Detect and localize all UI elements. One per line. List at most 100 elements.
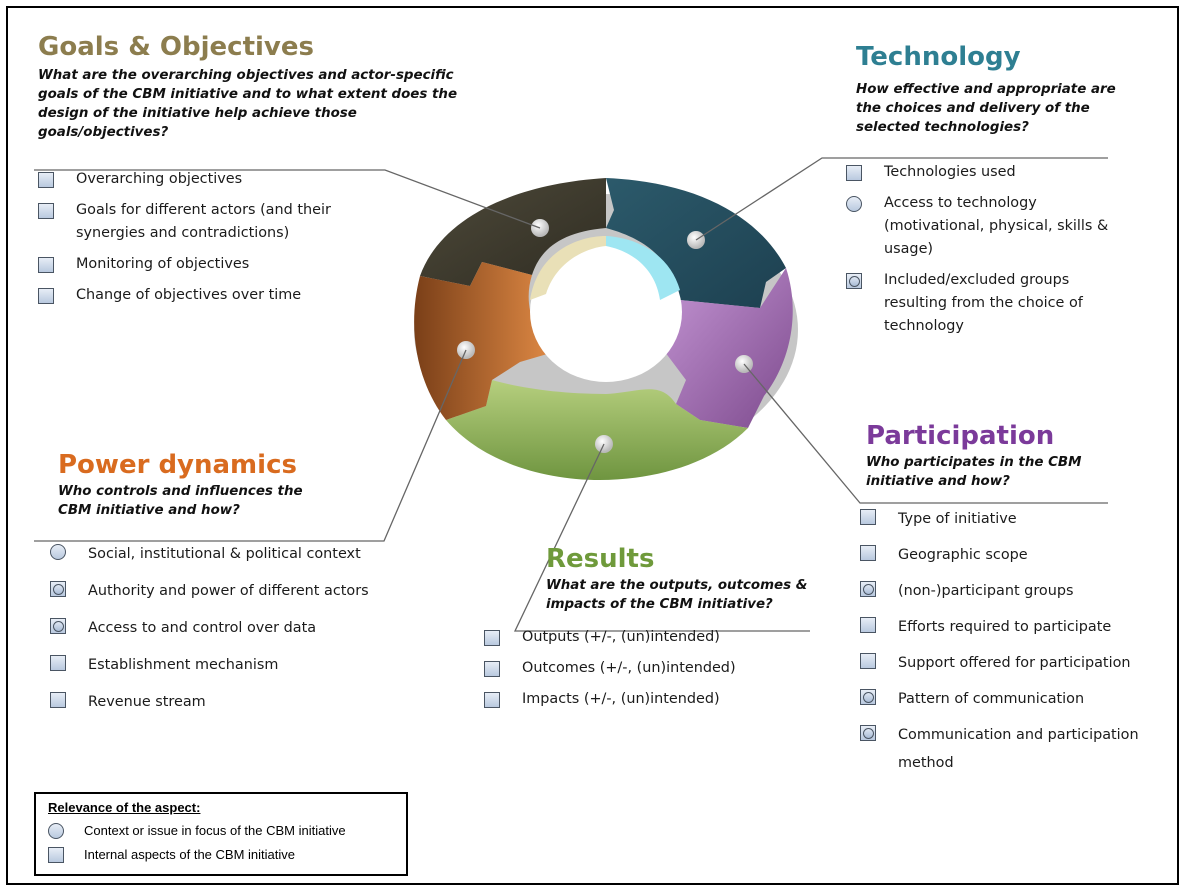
results-item: Impacts (+/-, (un)intended) <box>484 688 784 711</box>
participation-item: (non-)participant groups <box>860 577 1160 605</box>
square-marker-icon <box>484 692 500 708</box>
square-marker-icon <box>860 617 876 633</box>
square-marker-icon <box>860 509 876 525</box>
participation-item: Communication and participation method <box>860 721 1160 777</box>
goals-item: Monitoring of objectives <box>38 253 338 276</box>
item-text: Social, institutional & political contex… <box>88 546 361 562</box>
item-text: Impacts (+/-, (un)intended) <box>522 691 720 707</box>
section-items: Social, institutional & political contex… <box>50 540 390 717</box>
square-marker-icon <box>50 655 66 671</box>
item-text: Overarching objectives <box>76 171 243 187</box>
item-text: Access to and control over data <box>88 620 317 636</box>
ring-inner-wall <box>530 236 606 300</box>
square-circle-marker-icon <box>860 689 876 705</box>
segment-goals <box>420 178 606 286</box>
legend-item-text: Context or issue in focus of the CBM ini… <box>84 823 346 838</box>
connector-technology <box>695 157 1108 241</box>
item-text: Outcomes (+/-, (un)intended) <box>522 660 736 676</box>
legend-item-text: Internal aspects of the CBM initiative <box>84 847 295 862</box>
item-text: Type of initiative <box>898 511 1017 527</box>
section-technology: Technology How effective and appropriate… <box>846 42 1156 346</box>
item-text: Pattern of communication <box>898 691 1085 707</box>
section-question: Who controls and influences the CBM init… <box>58 484 303 518</box>
item-text: Efforts required to participate <box>898 619 1112 635</box>
ring-diagram <box>414 178 798 480</box>
square-marker-icon <box>484 630 500 646</box>
legend: Relevance of the aspect: Context or issu… <box>34 792 408 876</box>
legend-items: Context or issue in focus of the CBM ini… <box>48 819 394 867</box>
item-text: Goals for different actors (and their sy… <box>76 202 331 241</box>
section-items: Outputs (+/-, (un)intended) Outcomes (+/-… <box>484 626 784 711</box>
technology-item: Technologies used <box>846 161 1136 184</box>
goals-item: Change of objectives over time <box>38 284 338 307</box>
circle-marker-icon <box>48 823 64 839</box>
power-item: Establishment mechanism <box>50 651 390 680</box>
section-participation: Participation Who participates in the CB… <box>860 421 1166 785</box>
section-question: How effective and appropriate are the ch… <box>856 82 1116 135</box>
item-text: Access to technology (motivational, phys… <box>884 195 1109 257</box>
results-item: Outcomes (+/-, (un)intended) <box>484 657 784 680</box>
item-text: Communication and participation method <box>898 727 1139 771</box>
power-item: Social, institutional & political contex… <box>50 540 390 569</box>
circle-marker-icon <box>846 196 862 212</box>
square-marker-icon <box>484 661 500 677</box>
connector-power <box>34 349 467 542</box>
segment-participation <box>656 268 793 428</box>
connector-results <box>513 443 810 632</box>
participation-item: Efforts required to participate <box>860 613 1160 641</box>
square-marker-icon <box>48 847 64 863</box>
circle-marker-icon <box>50 544 66 560</box>
section-title: Results <box>546 544 655 574</box>
section-goals: Goals & Objectives What are the overarch… <box>38 32 458 315</box>
goals-item: Overarching objectives <box>38 168 338 191</box>
square-marker-icon <box>38 172 54 188</box>
item-text: Outputs (+/-, (un)intended) <box>522 629 720 645</box>
item-text: (non-)participant groups <box>898 583 1074 599</box>
participation-item: Type of initiative <box>860 505 1160 533</box>
section-title: Technology <box>856 42 1021 72</box>
section-question: What are the outputs, outcomes & impacts… <box>546 578 808 612</box>
legend-title: Relevance of the aspect: <box>48 800 201 815</box>
square-marker-icon <box>38 288 54 304</box>
square-circle-marker-icon <box>50 618 66 634</box>
technology-item: Included/excluded groups resulting from … <box>846 269 1136 338</box>
power-item: Access to and control over data <box>50 614 390 643</box>
segment-power <box>414 262 554 420</box>
connector-goals <box>34 169 541 229</box>
square-marker-icon <box>860 653 876 669</box>
item-text: Establishment mechanism <box>88 657 279 673</box>
item-text: Change of objectives over time <box>76 287 302 303</box>
section-question: Who participates in the CBM initiative a… <box>866 455 1082 489</box>
section-question: What are the overarching objectives and … <box>38 68 458 140</box>
item-text: Included/excluded groups resulting from … <box>884 272 1083 334</box>
section-title: Participation <box>866 421 1055 451</box>
technology-item: Access to technology (motivational, phys… <box>846 192 1136 261</box>
ring-hole <box>530 242 682 382</box>
square-marker-icon <box>38 257 54 273</box>
square-circle-marker-icon <box>860 581 876 597</box>
square-marker-icon <box>38 203 54 219</box>
item-text: Geographic scope <box>898 547 1028 563</box>
connector-participation <box>743 363 1108 504</box>
square-circle-marker-icon <box>860 725 876 741</box>
ring-inner-wall-tech <box>606 236 680 300</box>
item-text: Monitoring of objectives <box>76 256 250 272</box>
section-results: Results What are the outputs, outcomes &… <box>484 544 826 719</box>
square-marker-icon <box>860 545 876 561</box>
square-circle-marker-icon <box>50 581 66 597</box>
item-text: Support offered for participation <box>898 655 1131 671</box>
participation-item: Support offered for participation <box>860 649 1160 677</box>
section-power: Power dynamics Who controls and influenc… <box>50 450 438 725</box>
section-title: Goals & Objectives <box>38 32 314 62</box>
power-item: Authority and power of different actors <box>50 577 390 606</box>
item-text: Technologies used <box>884 164 1016 180</box>
square-marker-icon <box>846 165 862 181</box>
legend-item: Internal aspects of the CBM initiative <box>48 843 394 867</box>
participation-item: Geographic scope <box>860 541 1160 569</box>
segment-results <box>446 380 748 480</box>
results-item: Outputs (+/-, (un)intended) <box>484 626 784 649</box>
